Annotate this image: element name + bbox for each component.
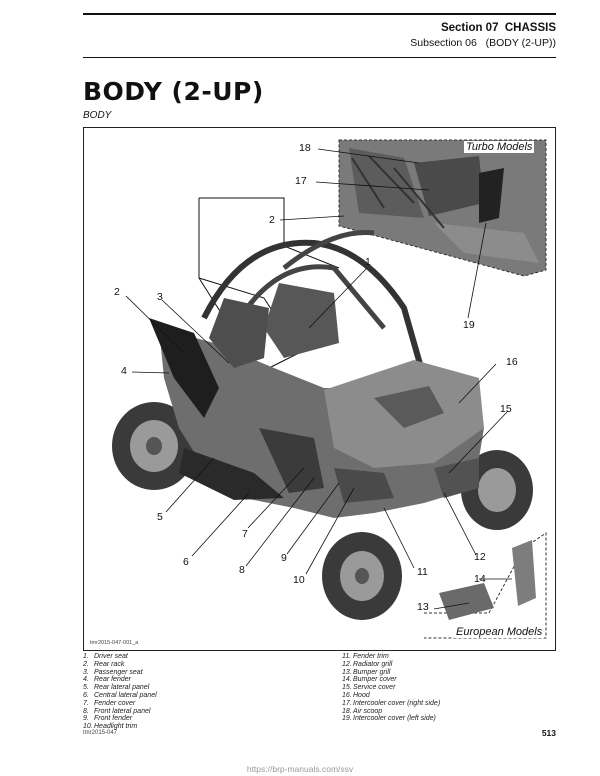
legend-item: 7.Fender cover — [83, 699, 136, 707]
watermark-url[interactable]: https://brp-manuals.com/ssv — [246, 764, 354, 774]
callout-9: 9 — [281, 552, 287, 564]
callout-8: 8 — [239, 564, 245, 576]
legend-item: 13.Bumper grill — [342, 668, 391, 676]
figure-code: tmr2015-047-001_a — [90, 640, 139, 646]
subsection-label: Subsection 06 — [410, 37, 477, 49]
figure-subtitle: BODY — [83, 110, 112, 121]
callout-12: 12 — [474, 551, 486, 563]
callout-17: 17 — [295, 175, 307, 187]
callout-3: 3 — [157, 291, 163, 303]
section-name: CHASSIS — [504, 22, 556, 34]
header-bottom-rule — [83, 57, 556, 58]
subsection-heading: Subsection 06 (BODY (2-UP)) — [410, 37, 556, 49]
legend-left-column: 1.Driver seat 2.Rear rack 3.Passenger se… — [83, 653, 157, 731]
subsection-name: (BODY (2-UP)) — [485, 37, 556, 49]
legend-item: 15.Service cover — [342, 684, 396, 692]
legend-item: 17.Intercooler cover (right side) — [342, 699, 441, 707]
vehicle-illustration — [112, 139, 547, 639]
callout-4: 4 — [121, 365, 127, 377]
document-code: tmr2015-047 — [83, 730, 118, 736]
turbo-models-label: Turbo Models — [464, 141, 535, 153]
callout-10: 10 — [293, 574, 305, 586]
callout-2-inset: 2 — [269, 214, 275, 226]
callout-18: 18 — [299, 142, 311, 154]
page-title: BODY (2-UP) — [83, 77, 264, 106]
legend-item: 14.Bumper cover — [342, 676, 397, 684]
callout-19: 19 — [463, 319, 475, 331]
callout-14: 14 — [474, 573, 486, 585]
legend-item: 11.Fender trim — [342, 653, 389, 660]
legend-item: 2.Rear rack — [83, 660, 125, 668]
legend-item: 6.Central lateral panel — [83, 691, 157, 699]
legend-item: 3.Passenger seat — [83, 668, 143, 676]
callout-16: 16 — [506, 356, 518, 368]
legend-item: 10.Headlight trim — [83, 723, 138, 731]
legend-item: 19.Intercooler cover (left side) — [342, 715, 436, 723]
callout-15: 15 — [500, 403, 512, 415]
header-top-rule — [83, 13, 556, 15]
legend-item: 9.Front fender — [83, 715, 133, 723]
legend-item: 1.Driver seat — [83, 653, 128, 660]
european-models-label: European Models — [454, 626, 545, 638]
legend-right-column: 11.Fender trim 12.Radiator grill 13.Bump… — [342, 653, 440, 723]
legend-item: 16.Hood — [342, 691, 370, 699]
callout-1: 1 — [365, 256, 371, 268]
body-parts-figure: 18 17 2 1 2 3 4 5 6 7 8 9 10 11 12 13 14… — [83, 127, 556, 651]
callout-11: 11 — [417, 566, 428, 578]
european-inset-illustration — [424, 532, 547, 639]
legend-item: 12.Radiator grill — [342, 660, 393, 668]
legend-item: 18.Air scoop — [342, 707, 383, 715]
legend-item: 4.Rear fender — [83, 676, 131, 684]
section-heading: Section 07 CHASSIS — [441, 22, 556, 34]
legend-item: 8.Front lateral panel — [83, 707, 151, 715]
legend-item: 5.Rear lateral panel — [83, 684, 150, 692]
vehicle-body — [112, 229, 533, 620]
callout-5: 5 — [157, 511, 163, 523]
callout-leaders — [125, 148, 512, 610]
turbo-inset-illustration — [338, 139, 547, 277]
callout-2: 2 — [114, 286, 120, 298]
section-label: Section 07 — [440, 22, 499, 34]
callout-13: 13 — [417, 601, 429, 613]
callout-7: 7 — [242, 528, 248, 540]
page-number: 513 — [541, 728, 556, 738]
callout-6: 6 — [183, 556, 189, 568]
